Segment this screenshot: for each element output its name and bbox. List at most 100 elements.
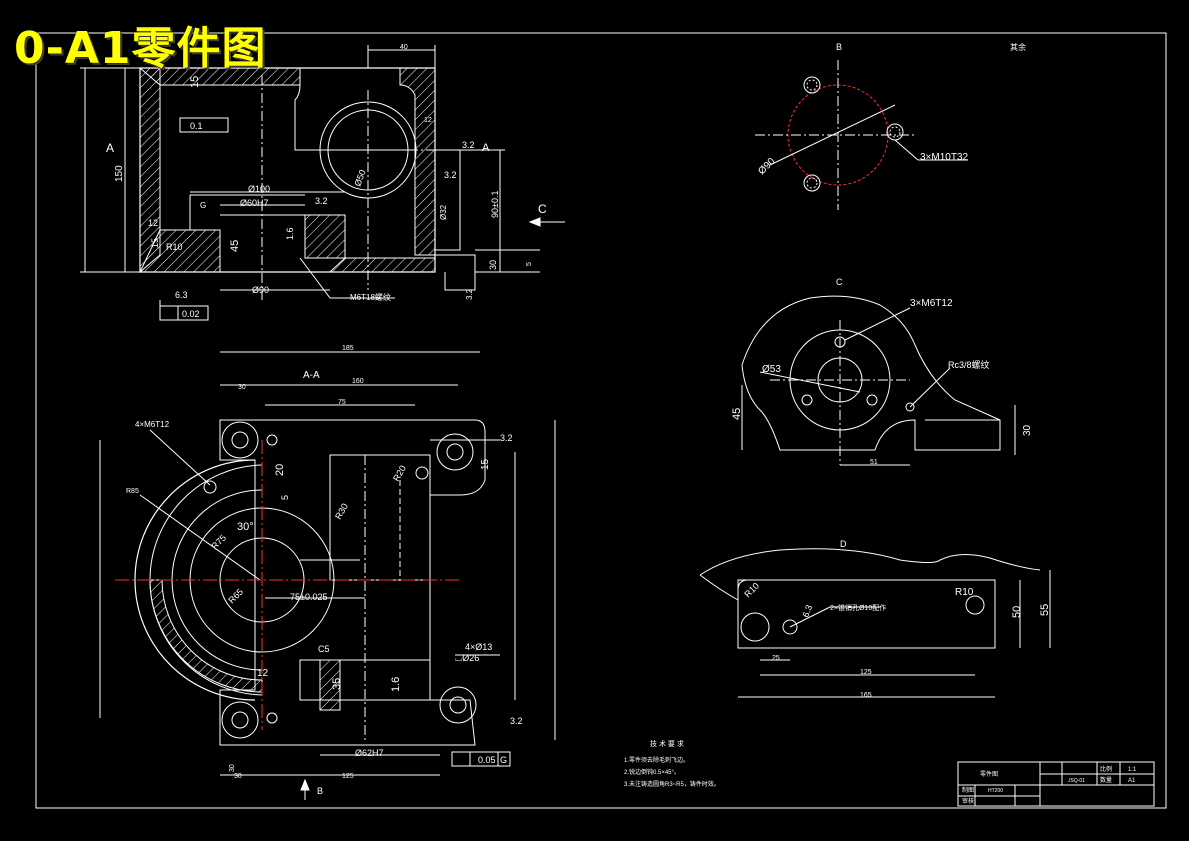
title-block-field: JSQ-01 [1068, 778, 1085, 784]
title-block-field: 制图 [962, 786, 974, 794]
top-left-dimension: 12 [148, 218, 158, 228]
view-C-dimension: 30 [1022, 424, 1033, 436]
view-C-dimension: 3×M6T12 [910, 298, 953, 309]
top-left-dimension: Ø60H7 [240, 198, 269, 208]
view-D-dimension: R10 [955, 587, 974, 598]
section-AA-dimension: 12 [257, 668, 269, 679]
section-AA-dimension: 160 [352, 378, 364, 385]
top-left-dimension: 15 [189, 76, 201, 88]
title-block-field: 零件图 [980, 770, 998, 778]
section-AA-dimension: B [317, 786, 323, 796]
section-AA-dimension: G [500, 755, 507, 765]
section-AA-dimension: Ø62H7 [355, 748, 384, 758]
top-left-dimension: Ø90 [252, 285, 269, 295]
title-block-frame [957, 761, 1155, 807]
top-left-dimension: 30 [488, 260, 498, 270]
view-B-title: B [836, 42, 842, 52]
view-D-title: D [840, 539, 847, 549]
view-C-dimension: Rc3/8螺纹 [948, 359, 990, 370]
view-D-dimension: 125 [860, 669, 872, 676]
tech-requirement-item: 1.零件须去除毛刺飞边。 [624, 756, 689, 764]
section-AA-dimension: 0.05 [478, 755, 496, 765]
title-block-field: 数量 [1100, 776, 1112, 784]
top-left-dimension: 5 [526, 262, 533, 266]
view-C-dimension: 45 [731, 408, 743, 420]
drawing-title-banner: 0-A1零件图 [14, 23, 267, 74]
title-block-field: HT200 [988, 788, 1003, 794]
section-AA-dimension: R75 [209, 533, 228, 552]
title-block-field: 审核 [962, 797, 974, 805]
tech-requirement-item: 3.未注铸造圆角R3~R5，铸件时效。 [624, 780, 720, 788]
top-left-dimension: 12 [424, 117, 432, 124]
top-left-dimension: 40 [400, 44, 408, 51]
view-C [741, 295, 1016, 466]
section-AA-dimension: 3.2 [510, 716, 523, 726]
top-left-dimension: 45 [229, 240, 241, 252]
top-left-dimension: A [106, 141, 114, 155]
section-AA-dimension: 4×M6T12 [135, 420, 170, 429]
tech-requirements-title: 技 术 要 求 [650, 739, 684, 748]
section-AA-dimension: R30 [333, 502, 350, 521]
view-D-dimension: R10 [742, 581, 761, 600]
top-left-dimension: 150 [114, 165, 125, 182]
section-AA-dimension: R65 [226, 587, 245, 606]
top-left-dimension: R10 [166, 242, 183, 252]
view-D-dimension: 6.3 [800, 604, 814, 619]
view-D-dimension: 25 [772, 655, 780, 662]
tolerance-frames [159, 117, 511, 767]
center-lines-red [115, 440, 460, 730]
section-AA-dimension: 30° [237, 521, 254, 533]
section-AA-dimension: 30 [234, 773, 242, 780]
top-left-dimension: C [538, 202, 547, 216]
top-left-dimension: Ø50 [352, 168, 367, 187]
section-AA-dimension: 1.6 [390, 677, 402, 692]
view-D [699, 548, 1051, 698]
section-AA-dimension: 30 [229, 764, 236, 772]
section-AA-dimension: 35 [331, 678, 343, 690]
title-block-field: 1:1 [1128, 767, 1137, 773]
view-C-dimension: Ø53 [762, 364, 781, 375]
top-left-dimension: 3.2 [462, 140, 475, 150]
top-left-dimension: M6T18螺纹 [350, 292, 391, 302]
view-D-dimension: 165 [860, 692, 872, 699]
section-AA-dimension: C5 [318, 644, 330, 654]
section-AA-dimension: 75 [338, 399, 346, 406]
view-B [755, 60, 968, 210]
top-left-dimension: 3.2 [444, 170, 457, 180]
section-AA-dimension: R85 [126, 488, 139, 495]
top-left-dimension: 6.3 [175, 290, 188, 300]
top-left-dimension: 3.2 [315, 196, 328, 206]
view-B-dimension: Ø90 [756, 156, 777, 177]
section-AA-dimension: 4×Ø13 [465, 642, 492, 652]
section-AA-dimension: 185 [342, 345, 354, 352]
top-left-dimension: 90±0.1 [490, 191, 500, 218]
top-left-dimension: Ø32 [439, 204, 448, 220]
top-left-dimension: Ø100 [248, 184, 270, 194]
view-D-dimension: 2×锥销孔Ø10配作 [830, 603, 886, 612]
section-AA-dimension: 3.2 [500, 433, 513, 443]
top-left-dimension: 1.6 [285, 227, 295, 240]
section-AA-dimension: 20 [274, 464, 286, 476]
top-left-dimension: 3.2 [465, 288, 474, 300]
title-block-field: 比例 [1100, 765, 1112, 773]
top-left-dimension: 0.1 [190, 121, 203, 131]
top-left-section-view [80, 45, 565, 318]
title-block-field: A1 [1128, 778, 1136, 784]
section-AA-dimension: 5 [280, 495, 290, 500]
view-C-title: C [836, 277, 843, 287]
tech-requirement-item: 2.锐边倒钝0.5×45°。 [624, 768, 680, 776]
view-D-dimension: 50 [1011, 606, 1023, 618]
section-AA-dimension: 30 [238, 384, 246, 391]
section-AA-title: A-A [303, 370, 320, 381]
top-left-dimension: 15 [150, 238, 160, 248]
section-AA-dimension: R20 [391, 464, 408, 483]
section-AA-dimension: ⌴Ø26 [455, 653, 479, 663]
section-AA-dimension: 15 [480, 458, 491, 470]
surface-roughness-note: 其余 [1010, 42, 1026, 52]
top-left-dimension: A [482, 142, 490, 154]
top-left-dimension: G [200, 201, 206, 210]
section-AA-dimension: 75±0.025 [290, 592, 327, 602]
view-C-dimension: 51 [870, 459, 878, 466]
